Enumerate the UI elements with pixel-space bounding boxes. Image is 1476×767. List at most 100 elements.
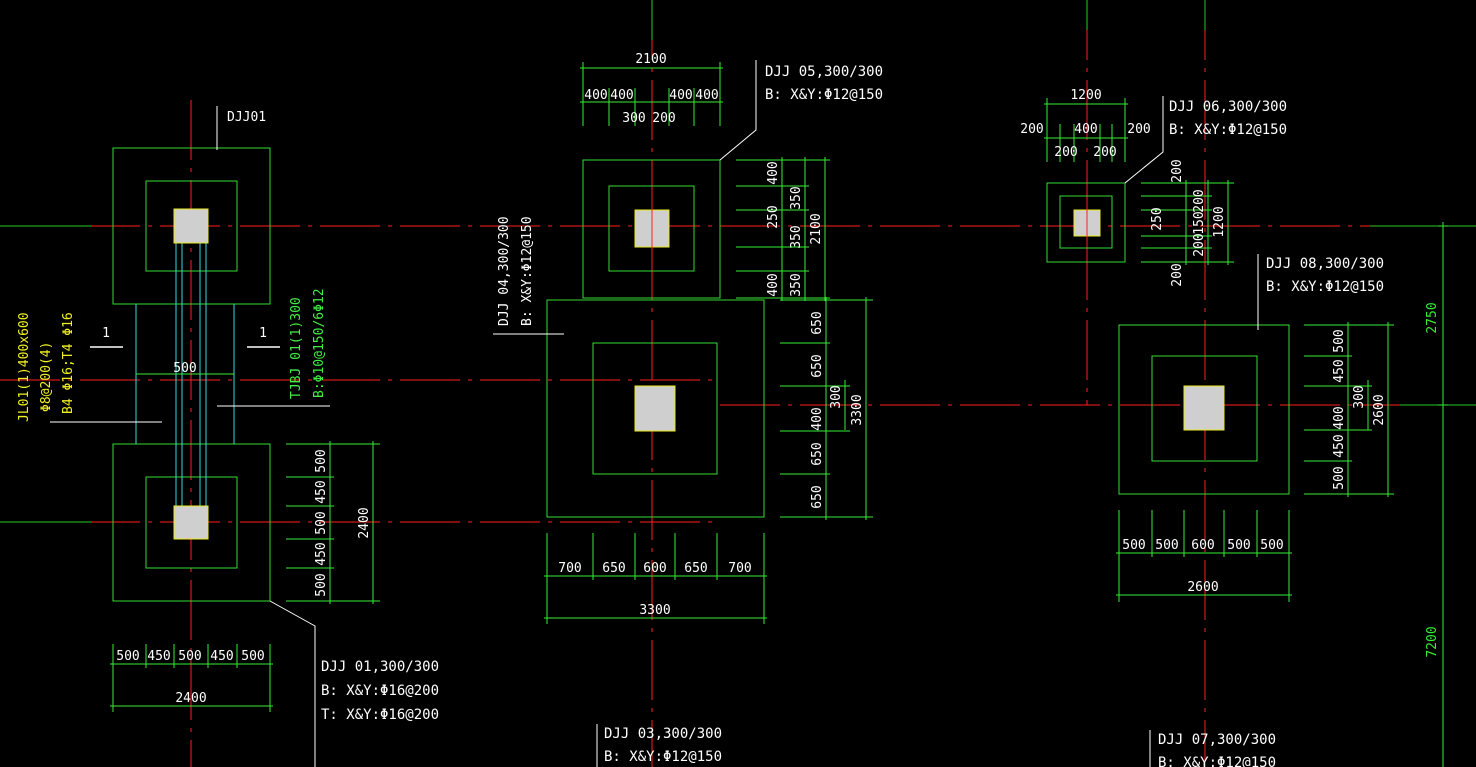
- leader-djj01-callout: [269, 600, 316, 767]
- dim-text: 200: [1054, 145, 1077, 160]
- dim-text: 400: [695, 88, 718, 103]
- dim-text: 500: [1332, 329, 1347, 352]
- dim-text: 600: [643, 561, 666, 576]
- dim-text: 500: [314, 449, 329, 472]
- dim-djj06-right: [1141, 180, 1234, 265]
- label-djj01-l1: DJJ 01,300/300: [321, 659, 439, 675]
- footing-outline: [112, 147, 271, 305]
- dim-text: 200: [1020, 122, 1043, 137]
- dim-djj03-bottom: [544, 533, 767, 624]
- footing-outline: [1046, 182, 1126, 263]
- dim-text: 350: [789, 225, 804, 248]
- footing-step: [145, 180, 238, 272]
- footing-djj01-top[interactable]: [112, 147, 271, 305]
- dim-text: 500: [1155, 538, 1178, 553]
- dim-text: 650: [684, 561, 707, 576]
- dim-text: 400: [810, 407, 825, 430]
- dim-text-total: 2600: [1372, 394, 1387, 425]
- footing-djj01-bottom[interactable]: [112, 443, 271, 602]
- dim-text: 300: [829, 385, 844, 408]
- dim-text: 450: [314, 542, 329, 565]
- dim-text: 400: [1332, 406, 1347, 429]
- dim-text-total: 2600: [1187, 580, 1218, 595]
- dim-djj05-right: [736, 157, 830, 301]
- dim-text: 300: [1352, 385, 1367, 408]
- dim-text: 400: [766, 161, 781, 184]
- dim-text: 700: [558, 561, 581, 576]
- dim-text: 150: [1192, 211, 1207, 234]
- grid-dim-7200: 7200: [1425, 626, 1440, 657]
- dim-text: 500: [314, 573, 329, 596]
- label-jl01-l1: JL01(1)400x600: [17, 312, 32, 422]
- label-djj03-l2: B: X&Y:Φ12@150: [604, 749, 722, 765]
- dim-text-total: 3300: [639, 603, 670, 618]
- dim-text: 500: [241, 649, 264, 664]
- footing-outline: [1118, 324, 1290, 495]
- dim-djj04-right: [780, 297, 873, 520]
- centre-marks: [651, 200, 1088, 256]
- dim-text: 500: [1122, 538, 1145, 553]
- dim-text: 350: [789, 186, 804, 209]
- dim-text: 500: [1227, 538, 1250, 553]
- dim-text: 400: [766, 273, 781, 296]
- label-djj07-l1: DJJ 07,300/300: [1158, 732, 1276, 748]
- dim-djj06-top: [1044, 98, 1128, 162]
- footing-djj08[interactable]: [1118, 324, 1290, 495]
- dim-text: 500: [178, 649, 201, 664]
- footing-djj05[interactable]: [582, 159, 721, 299]
- dim-djj05-top: [580, 62, 723, 126]
- dim-djj08-right: [1304, 322, 1394, 497]
- footing-outline: [112, 443, 271, 602]
- grid-dim-2750: 2750: [1425, 302, 1440, 333]
- dim-text: 400: [584, 88, 607, 103]
- label-djj04-l2: B: X&Y:Φ12@150: [520, 216, 535, 326]
- column-djj01-top[interactable]: [173, 208, 209, 244]
- label-djj05-l2: B: X&Y:Φ12@150: [765, 87, 883, 103]
- dim-text: 450: [210, 649, 233, 664]
- label-djj05-l1: DJJ 05,300/300: [765, 64, 883, 80]
- beam-width-label: 500: [173, 361, 196, 376]
- dim-text: 450: [1332, 434, 1347, 457]
- dim-text-total: 1200: [1070, 88, 1101, 103]
- dim-text: 200: [1093, 145, 1116, 160]
- label-djj08-l2: B: X&Y:Φ12@150: [1266, 279, 1384, 295]
- label-djj06-l1: DJJ 06,300/300: [1169, 99, 1287, 115]
- dim-text: 450: [1332, 359, 1347, 382]
- dim-text: 200: [652, 111, 675, 126]
- label-tjbj-l1: TJBJ 01(1)300: [289, 297, 304, 399]
- label-djj08-l1: DJJ 08,300/300: [1266, 256, 1384, 272]
- footing-outline: [582, 159, 721, 299]
- dim-text: 700: [728, 561, 751, 576]
- footing-step: [592, 342, 718, 475]
- label-djj01-tag: DJJ01: [227, 110, 266, 125]
- label-jl01-l3: B4 Φ16;T4 Φ16: [61, 312, 76, 414]
- dim-text: 650: [810, 485, 825, 508]
- dim-text: 400: [610, 88, 633, 103]
- label-djj01-l2: B: X&Y:Φ16@200: [321, 683, 439, 699]
- dim-text: 200: [1170, 263, 1185, 286]
- dim-text: 500: [1332, 466, 1347, 489]
- label-tjbj-l2: B:Φ10@150/6Φ12: [312, 288, 327, 398]
- label-djj06-l2: B: X&Y:Φ12@150: [1169, 122, 1287, 138]
- label-djj01-l3: T: X&Y:Φ16@200: [321, 707, 439, 723]
- dim-text: 450: [147, 649, 170, 664]
- grid-dimension-right: [1438, 222, 1448, 767]
- label-jl01-l2: Φ8@200(4): [39, 342, 54, 412]
- column-djj04[interactable]: [634, 385, 676, 432]
- section-label-right: 1: [259, 326, 267, 341]
- dim-djj08-bottom: [1116, 510, 1292, 602]
- footing-step: [1059, 195, 1113, 249]
- dim-text-total: 2400: [357, 507, 372, 538]
- dim-text: 250: [1150, 207, 1165, 230]
- dim-text: 500: [1260, 538, 1283, 553]
- dim-djj01-right: [286, 441, 380, 604]
- dim-text: 400: [669, 88, 692, 103]
- section-label-left: 1: [102, 326, 110, 341]
- dim-text: 350: [789, 273, 804, 296]
- footing-djj06[interactable]: [1046, 182, 1126, 263]
- dim-text: 650: [810, 311, 825, 334]
- column-djj01-bottom[interactable]: [173, 505, 209, 540]
- footing-djj04[interactable]: [546, 299, 765, 518]
- column-djj08[interactable]: [1183, 385, 1225, 431]
